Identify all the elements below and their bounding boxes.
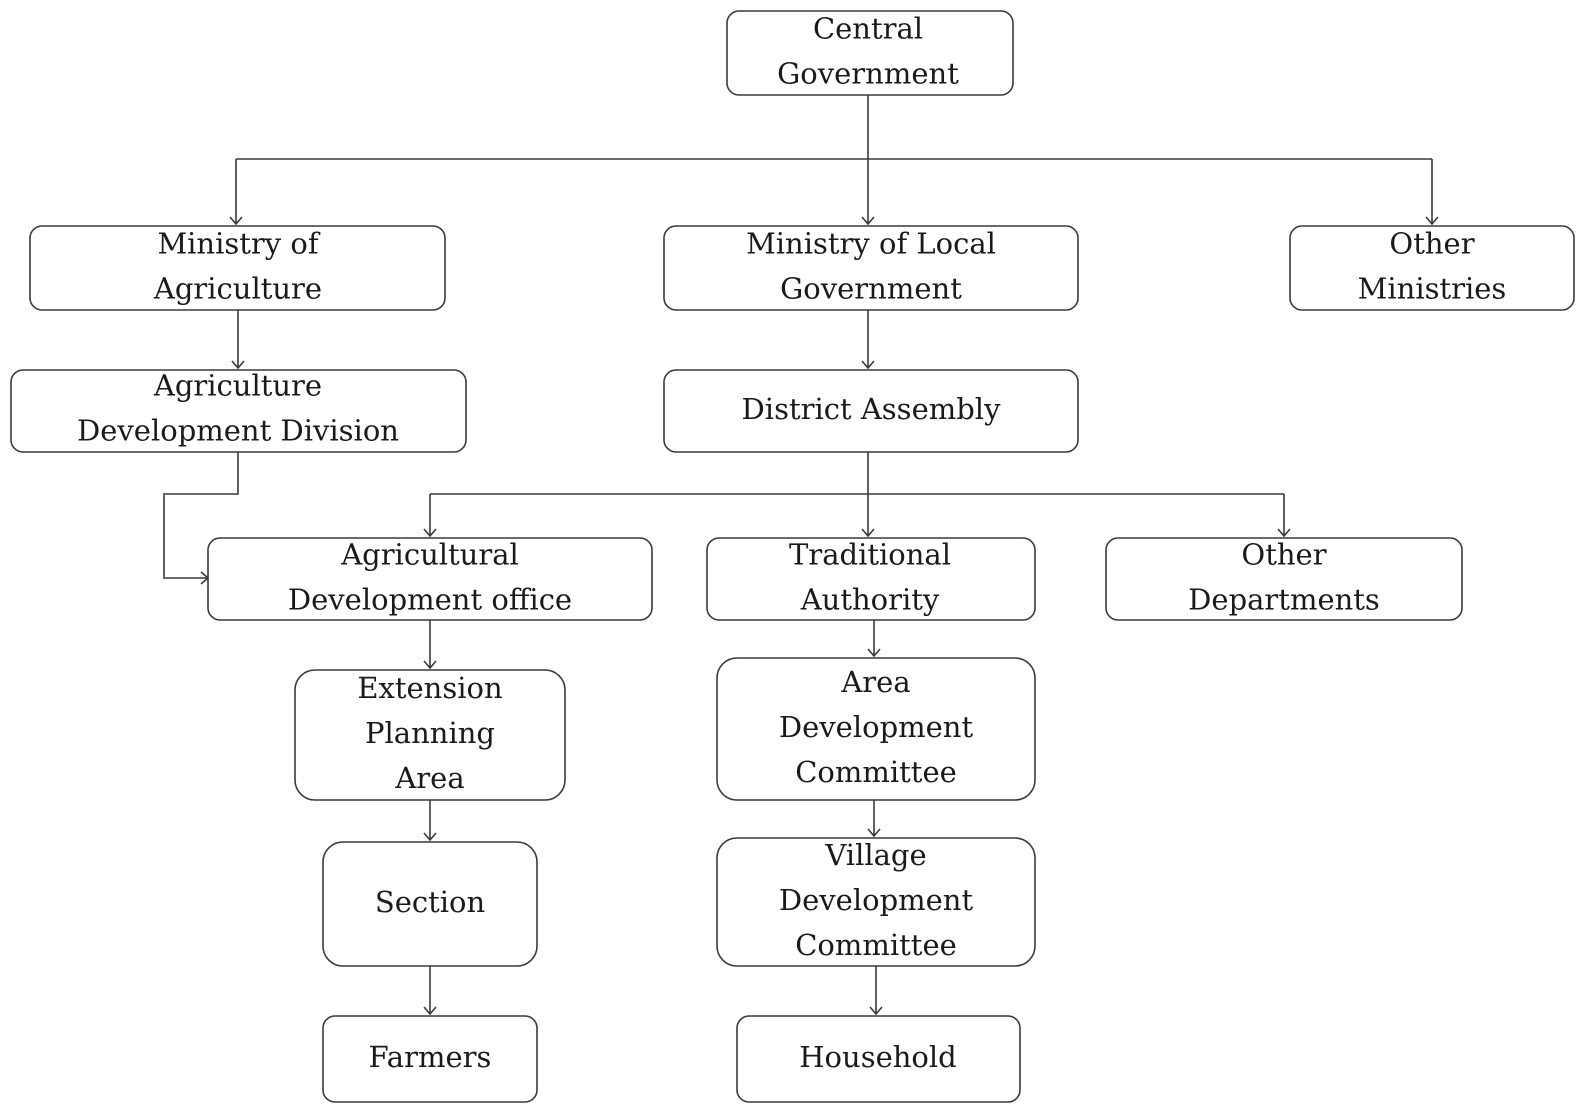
node-label-line: Ministry of [157,227,320,261]
node-label-line: District Assembly [742,392,1002,426]
node-district-assembly: District Assembly [663,369,1079,453]
node-label-line: Other [1389,227,1474,261]
node-label-line: Household [799,1040,956,1074]
node-label-line: Other [1241,538,1326,572]
node-label-line: Agriculture [153,272,322,306]
node-label-line: Section [375,885,485,919]
node-label-line: Ministries [1358,272,1507,306]
node-label-line: Planning [365,716,495,750]
node-label-line: Farmers [369,1040,492,1074]
node-label-line: Government [777,57,959,91]
node-label-line: Development Division [77,414,399,448]
node-label-line: Area [840,665,910,699]
node-label-line: Committee [795,755,957,789]
node-ministry-of-agriculture: Ministry of Agriculture [29,225,446,311]
node-label-line: Authority [800,583,940,617]
node-label-line: Development [779,883,974,917]
node-label-line: Agriculture [153,369,322,403]
node-label-line: Development [779,710,974,744]
node-label-line: Government [780,272,962,306]
node-farmers: Farmers [322,1015,538,1103]
node-household: Household [736,1015,1021,1103]
node-label-line: Traditional [789,538,951,572]
node-label-line: Ministry of Local [746,227,996,261]
node-label-line: Development office [288,583,572,617]
node-label-line: Area [394,761,464,795]
node-label-line: Committee [795,928,957,962]
node-label-line: Agricultural [340,538,519,572]
node-label-line: Village [824,838,926,872]
node-section: Section [322,841,538,967]
node-label-line: Extension [357,671,502,705]
connector-division-to-development-office [163,452,239,585]
node-label-line: Central [813,12,923,46]
node-label-line: Departments [1188,583,1380,617]
connectors [163,95,1439,1016]
